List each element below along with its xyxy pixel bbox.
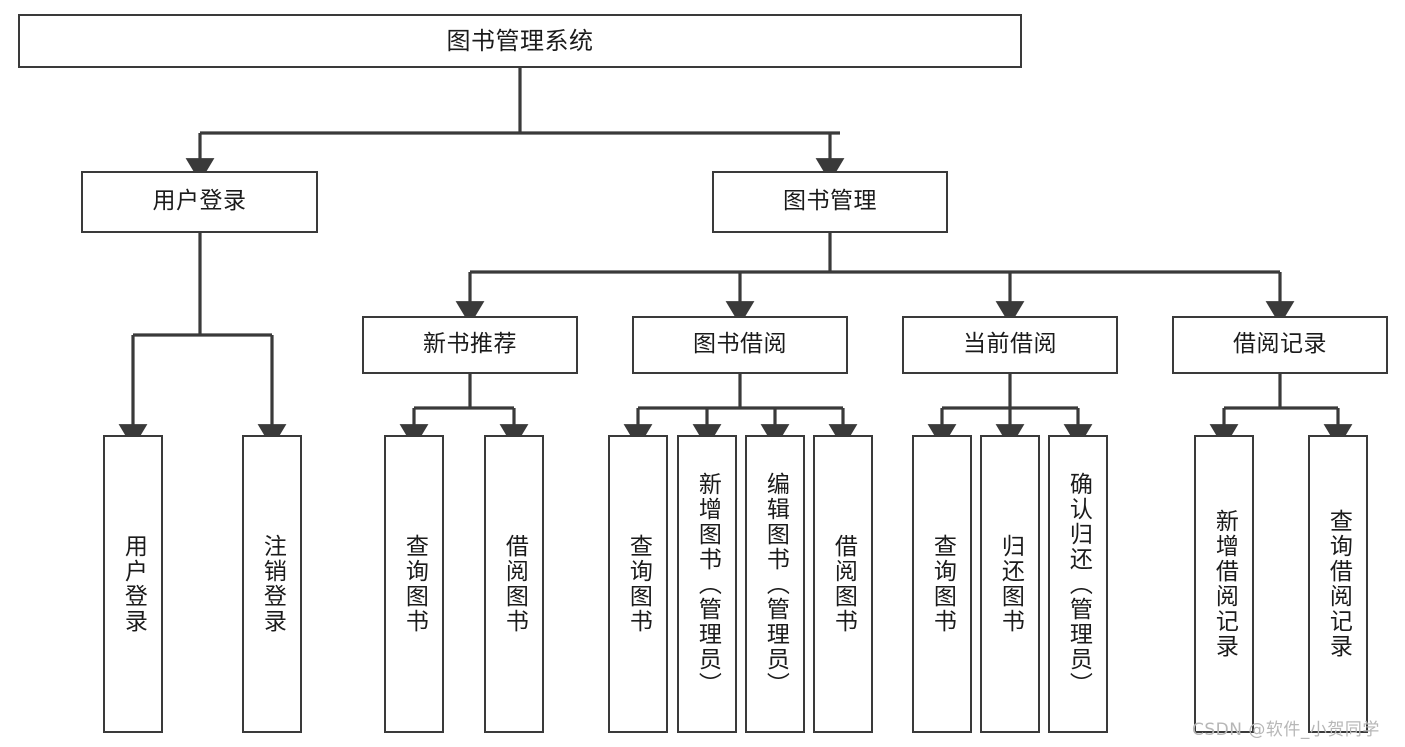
node-leaf-query-book-1[interactable]: 查询图书: [384, 435, 444, 733]
node-borrow-record[interactable]: 借阅记录: [1172, 316, 1388, 374]
node-leaf-borrow-book-2-label: 借阅图书: [830, 534, 857, 634]
node-leaf-logout[interactable]: 注销登录: [242, 435, 302, 733]
node-leaf-query-book-2-label: 查询图书: [625, 534, 652, 634]
node-leaf-query-record-label: 查询借阅记录: [1325, 509, 1352, 659]
node-book-borrow-label: 图书借阅: [693, 331, 787, 358]
node-leaf-user-login[interactable]: 用户登录: [103, 435, 163, 733]
node-leaf-logout-label: 注销登录: [259, 534, 286, 634]
node-user-login-label: 用户登录: [152, 188, 247, 215]
node-borrow-record-label: 借阅记录: [1233, 331, 1327, 358]
node-leaf-add-book-label: 新增图书（管理员）: [694, 471, 721, 697]
node-leaf-edit-book-label: 编辑图书（管理员）: [762, 471, 789, 697]
node-leaf-query-book-2[interactable]: 查询图书: [608, 435, 668, 733]
node-leaf-query-book-3[interactable]: 查询图书: [912, 435, 972, 733]
node-leaf-add-record[interactable]: 新增借阅记录: [1194, 435, 1254, 733]
node-book-manage-label: 图书管理: [783, 188, 877, 215]
node-leaf-borrow-book-1[interactable]: 借阅图书: [484, 435, 544, 733]
node-leaf-borrow-book-1-label: 借阅图书: [501, 534, 528, 634]
node-leaf-user-login-label: 用户登录: [120, 534, 147, 634]
node-leaf-add-record-label: 新增借阅记录: [1211, 509, 1238, 659]
node-root[interactable]: 图书管理系统: [18, 14, 1022, 68]
node-leaf-add-book[interactable]: 新增图书（管理员）: [677, 435, 737, 733]
node-new-book-recommend-label: 新书推荐: [423, 331, 517, 358]
node-leaf-return-book-label: 归还图书: [997, 534, 1024, 634]
node-leaf-query-book-3-label: 查询图书: [929, 534, 956, 634]
node-leaf-query-book-1-label: 查询图书: [401, 534, 428, 634]
node-current-borrow-label: 当前借阅: [963, 331, 1057, 358]
node-book-manage[interactable]: 图书管理: [712, 171, 948, 233]
node-leaf-borrow-book-2[interactable]: 借阅图书: [813, 435, 873, 733]
node-leaf-return-book[interactable]: 归还图书: [980, 435, 1040, 733]
node-leaf-confirm-return-label: 确认归还（管理员）: [1065, 471, 1092, 697]
node-new-book-recommend[interactable]: 新书推荐: [362, 316, 578, 374]
node-book-borrow[interactable]: 图书借阅: [632, 316, 848, 374]
node-leaf-query-record[interactable]: 查询借阅记录: [1308, 435, 1368, 733]
csdn-watermark: CSDN @软件_小贺同学: [1192, 720, 1380, 740]
node-current-borrow[interactable]: 当前借阅: [902, 316, 1118, 374]
node-root-label: 图书管理系统: [446, 26, 594, 55]
node-user-login[interactable]: 用户登录: [81, 171, 318, 233]
node-leaf-edit-book[interactable]: 编辑图书（管理员）: [745, 435, 805, 733]
node-leaf-confirm-return[interactable]: 确认归还（管理员）: [1048, 435, 1108, 733]
